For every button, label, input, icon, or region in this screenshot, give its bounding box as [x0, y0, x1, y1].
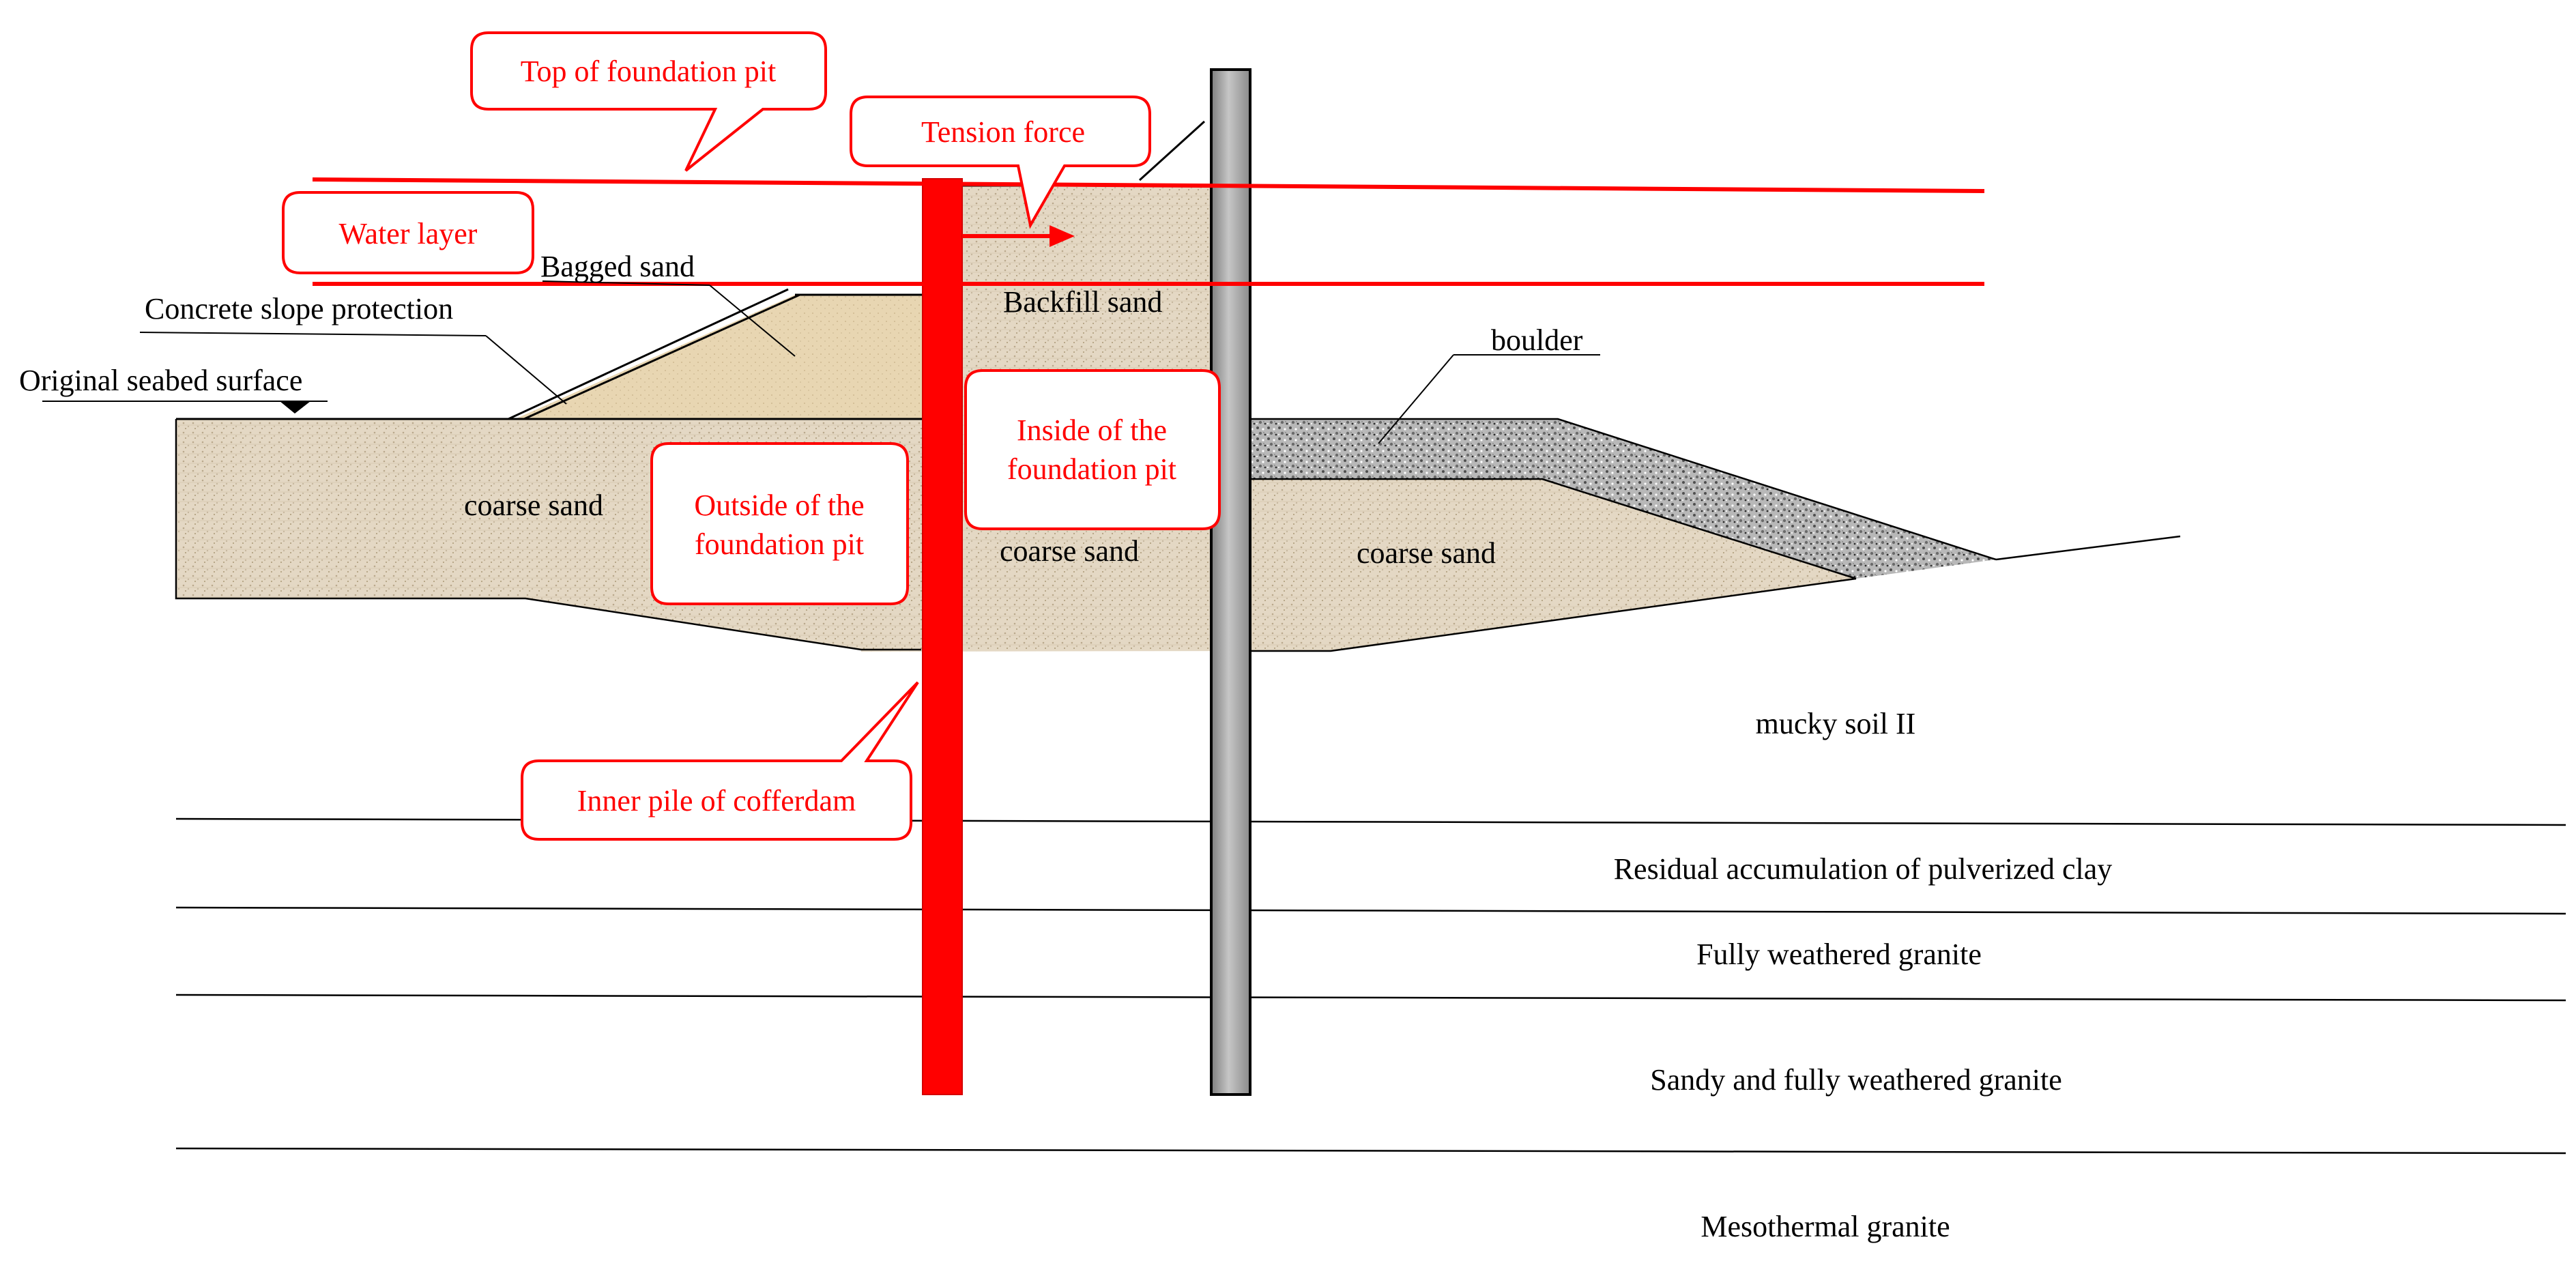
seabed-marker-icon: [280, 401, 310, 414]
stratum-boundary-4: [175, 1147, 2566, 1155]
bagged-sand-leader-2: [709, 285, 796, 357]
label-coarse-sand-left: coarse sand: [464, 489, 603, 522]
stratum-residual-clay: Residual accumulation of pulverized clay: [1614, 852, 2113, 886]
tension-arrow-head: [1050, 225, 1075, 247]
label-coarse-sand-middle: coarse sand: [1000, 534, 1139, 568]
callout-outside-pit-line2: foundation pit: [695, 527, 864, 561]
outer-steel-pile: [1210, 68, 1251, 1096]
label-concrete-slope: Concrete slope protection: [145, 292, 453, 325]
stratum-fully-weathered: Fully weathered granite: [1696, 938, 1982, 971]
bagged-sand-leader: [542, 280, 710, 286]
label-backfill-sand: Backfill sand: [1003, 285, 1162, 319]
boulder-layer: [1251, 419, 1996, 579]
concrete-slope-leader: [139, 332, 487, 336]
label-original-seabed: Original seabed surface: [19, 364, 302, 397]
concrete-slope-leader-2: [485, 335, 567, 405]
original-seabed-extension: [1995, 535, 2181, 561]
callout-inner-pile: Inner pile of cofferdam: [521, 681, 919, 841]
callout-outside-pit-line1: Outside of the: [694, 489, 864, 522]
label-coarse-sand-right: coarse sand: [1357, 536, 1496, 570]
tie-rod-line: [1138, 120, 1206, 182]
label-boulder: boulder: [1491, 323, 1583, 357]
callout-inside-pit: Inside of the foundation pit: [964, 369, 1221, 530]
callout-inside-pit-line1: Inside of the: [1017, 414, 1167, 447]
stratum-mesothermal: Mesothermal granite: [1701, 1210, 1950, 1243]
callout-outside-pit: Outside of the foundation pit: [650, 442, 909, 605]
callout-top-of-pit: Top of foundation pit: [470, 31, 827, 172]
bagged-sand-mound: [515, 295, 955, 419]
callout-tension-force: Tension force: [850, 96, 1151, 229]
boulder-outline: [1251, 418, 1997, 561]
label-bagged-sand: Bagged sand: [540, 250, 695, 283]
stratum-boundary-2: [175, 906, 2566, 915]
backfill-sand: [955, 186, 1211, 419]
callout-inner-pile-text: Inner pile of cofferdam: [577, 784, 856, 817]
stratum-sandy-weathered: Sandy and fully weathered granite: [1650, 1063, 2062, 1097]
concrete-slope-line-inner: [523, 293, 800, 420]
top-of-pit-line: [312, 177, 1985, 193]
callout-tension-force-text: Tension force: [921, 115, 1085, 149]
boulder-bottom-outline: [1251, 478, 1857, 580]
callout-water-layer-text: Water layer: [339, 217, 478, 250]
callout-inside-pit-line2: foundation pit: [1007, 452, 1176, 486]
stratum-mucky-soil: mucky soil II: [1756, 707, 1916, 740]
boulder-leader-2: [1378, 354, 1454, 444]
inner-pile-of-cofferdam: [922, 178, 963, 1095]
callout-top-of-pit-text: Top of foundation pit: [521, 55, 777, 88]
coarse-sand-outline: [175, 419, 921, 651]
callout-water-layer: Water layer: [282, 191, 534, 274]
stratum-boundary-3: [175, 994, 2566, 1002]
coarse-sand-right-outline: [1251, 577, 1857, 652]
